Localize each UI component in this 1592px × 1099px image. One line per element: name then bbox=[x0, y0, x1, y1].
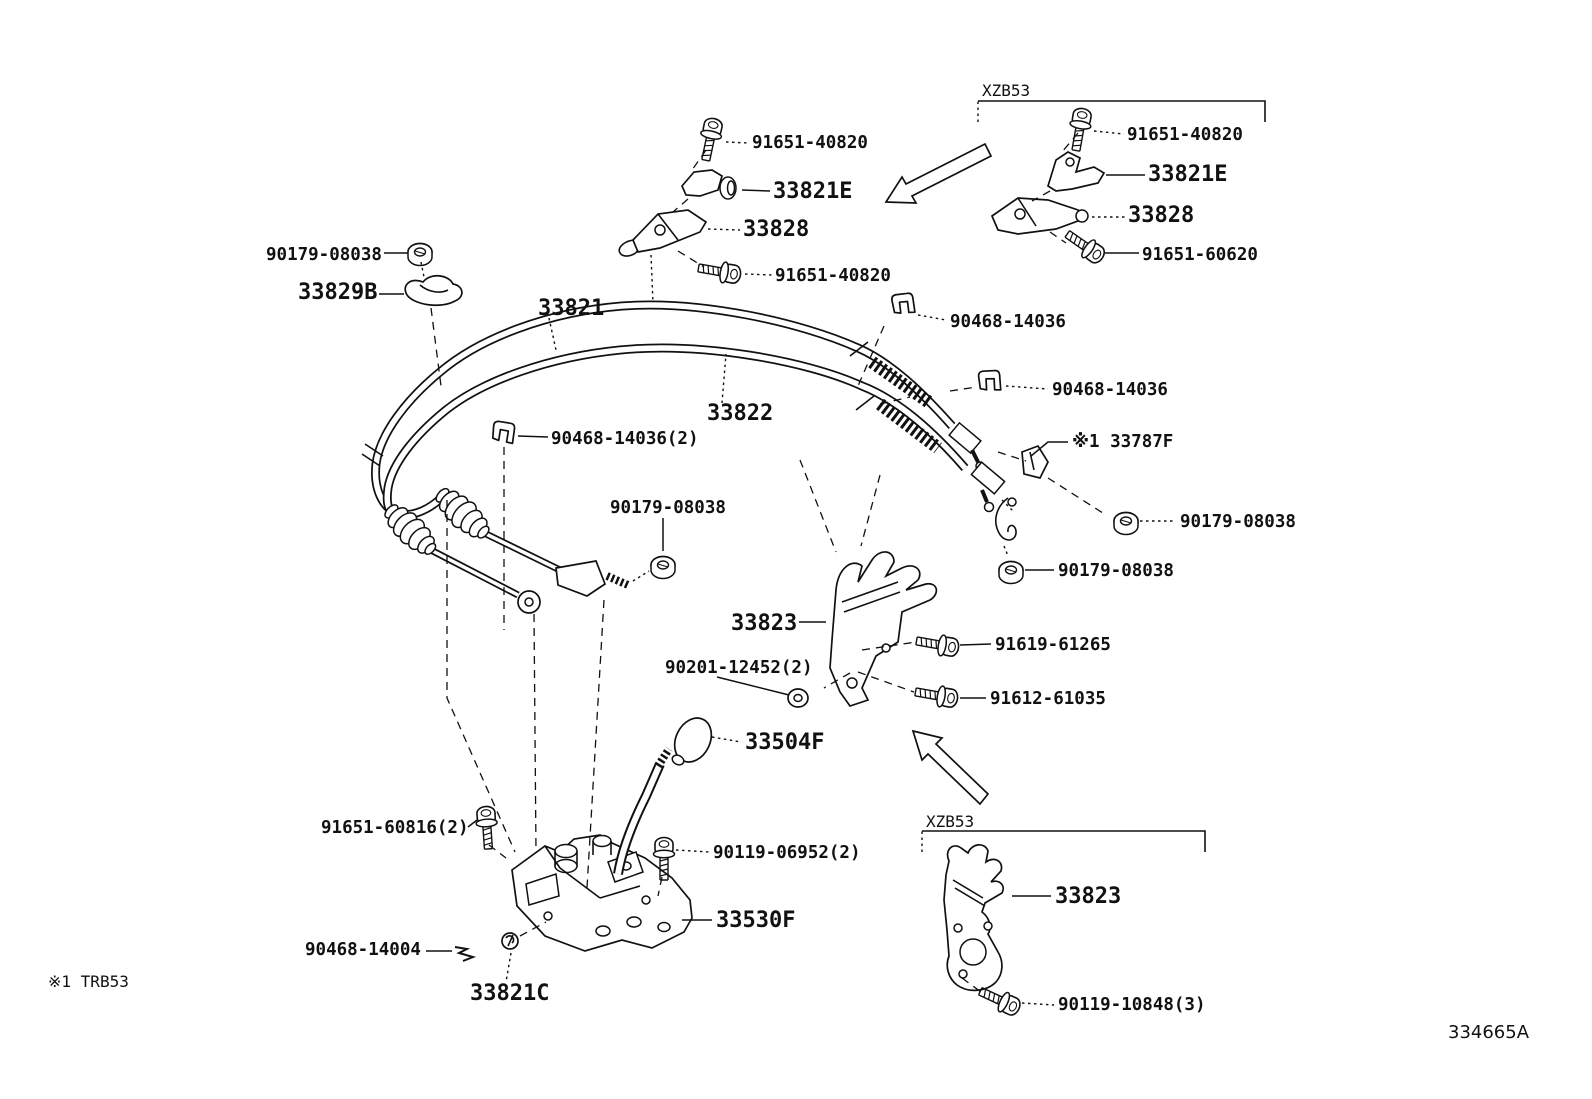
bracket-group-xzb53-top bbox=[977, 100, 1266, 268]
bracket-33823-xzb53 bbox=[943, 844, 1004, 992]
part-label-33821E: 33821E bbox=[773, 179, 852, 204]
hook-bracket bbox=[995, 497, 1017, 541]
leader-lines bbox=[379, 130, 1176, 1006]
part-label-33530F: 33530F bbox=[716, 908, 795, 933]
part-label-90201-12452: 90201-12452(2) bbox=[665, 658, 813, 678]
part-label-90179-08038-mid: 90179-08038 bbox=[610, 498, 726, 518]
bracket-group-xzb53-bottom bbox=[921, 830, 1206, 1020]
assembly-dashed-lines bbox=[420, 132, 1107, 996]
cable-boot bbox=[435, 487, 490, 539]
cable-assembly-33821-33822 bbox=[361, 300, 1006, 614]
left-group bbox=[404, 242, 463, 307]
grommet-33821C bbox=[501, 932, 519, 950]
nut-90179-08038-right-b bbox=[998, 560, 1024, 585]
bracket-33828 bbox=[618, 209, 708, 257]
cable-boot bbox=[384, 504, 437, 556]
part-label-90468-14036-a: 90468-14036 bbox=[950, 312, 1066, 332]
part-label-33504F: 33504F bbox=[745, 730, 824, 755]
clip-90468-14036-a bbox=[890, 290, 917, 318]
part-label-90468-14004: 90468-14004 bbox=[305, 940, 421, 960]
clip-90468-14036-2 bbox=[491, 420, 516, 445]
part-label-90119-06952: 90119-06952(2) bbox=[713, 843, 861, 863]
part-label-90179-08038-ra: 90179-08038 bbox=[1180, 512, 1296, 532]
nut-90179-08038-mid bbox=[650, 555, 676, 580]
section-label-xzb53-bottom: XZB53 bbox=[926, 812, 974, 831]
bolt-91619-61265 bbox=[913, 629, 962, 660]
nut-90179-08038-right-a bbox=[1113, 511, 1139, 536]
part-label-33821: 33821 bbox=[538, 296, 604, 321]
part-label-91651-40820-right: 91651-40820 bbox=[1127, 125, 1243, 145]
part-label-33821C: 33821C bbox=[470, 981, 549, 1006]
part-label-90179-08038-rb: 90179-08038 bbox=[1058, 561, 1174, 581]
part-label-33829B: 33829B bbox=[298, 280, 377, 305]
nut-90179-08038-left bbox=[407, 242, 433, 267]
part-labels: XZB53 91651-40820 33821E 33828 91651-606… bbox=[48, 81, 1530, 1043]
arrow-icon bbox=[911, 729, 990, 806]
clip-90468-14004 bbox=[454, 946, 477, 962]
shift-lever-unit-33530F bbox=[454, 717, 713, 962]
part-label-33821E-right: 33821E bbox=[1148, 162, 1227, 187]
part-label-33823: 33823 bbox=[731, 611, 797, 636]
part-label-91651-60620: 91651-60620 bbox=[1142, 245, 1258, 265]
part-label-91612-61035: 91612-61035 bbox=[990, 689, 1106, 709]
bolt-91651-40820-top bbox=[694, 115, 726, 164]
part-label-33828: 33828 bbox=[743, 217, 809, 242]
part-33787F bbox=[1021, 444, 1049, 479]
part-label-33828-right: 33828 bbox=[1128, 203, 1194, 228]
part-label-91651-60816: 91651-60816(2) bbox=[321, 818, 469, 838]
clip-90468-14036-b bbox=[977, 368, 1003, 394]
bolt-91651-40820-lower bbox=[695, 256, 744, 287]
footnote-trb53: ※1 TRB53 bbox=[48, 972, 129, 991]
bolt-91651-60620 bbox=[1060, 224, 1109, 268]
right-small-parts bbox=[491, 290, 1139, 585]
part-label-33823-xzb53: 33823 bbox=[1055, 884, 1121, 909]
clamp-33829B bbox=[404, 275, 463, 307]
part-label-90468-14036-2: 90468-14036(2) bbox=[551, 429, 699, 449]
lever-33821E-right bbox=[1046, 151, 1106, 192]
part-label-91619-61265: 91619-61265 bbox=[995, 635, 1111, 655]
part-label-90179-08038-left: 90179-08038 bbox=[266, 245, 382, 265]
section-label-xzb53-top: XZB53 bbox=[982, 81, 1030, 100]
bolt-91651-40820-right bbox=[1064, 105, 1095, 154]
bracket-group-mid bbox=[618, 115, 744, 287]
part-label-33822: 33822 bbox=[707, 401, 773, 426]
bolt-91651-60816 bbox=[474, 804, 500, 851]
part-label-91651-40820-top: 91651-40820 bbox=[752, 133, 868, 153]
arrow-icon bbox=[884, 142, 993, 204]
drawing-number: 334665A bbox=[1448, 1022, 1530, 1043]
part-label-90119-10848: 90119-10848(3) bbox=[1058, 995, 1206, 1015]
knob-33504F bbox=[671, 717, 713, 766]
bracket-33823-center bbox=[787, 551, 962, 711]
part-label-33787F: ※1 33787F bbox=[1072, 432, 1173, 452]
lever-33821E bbox=[681, 169, 737, 200]
bracket-33828-right bbox=[990, 197, 1089, 235]
bolt-91612-61035 bbox=[912, 680, 961, 711]
cable-33821-line bbox=[371, 300, 956, 520]
part-label-90468-14036-b: 90468-14036 bbox=[1052, 380, 1168, 400]
part-label-91651-40820-lower: 91651-40820 bbox=[775, 266, 891, 286]
direction-arrows bbox=[884, 142, 993, 806]
